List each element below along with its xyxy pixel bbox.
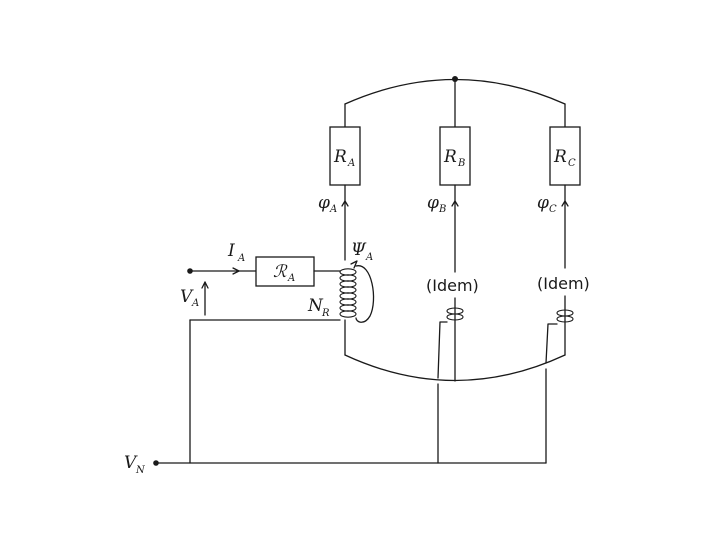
current-arrow [232,267,240,275]
reluctance-b-box [439,126,471,186]
linkage-subscript: A [365,252,373,263]
idem-label-c: (Idem) [537,274,590,293]
coil-b-lead [437,321,448,379]
flux-c-subscript: C [549,204,557,215]
bottom-arc-wire [344,354,566,382]
flux-c-arrow [561,200,569,207]
coil-c-lead [545,323,558,364]
voltage-arrow-head [201,281,209,289]
flux-b-arrow [451,200,459,207]
neutral-symbol: V [124,453,138,473]
reluctance-a-subscript: A [347,158,355,169]
turns-symbol: N [307,296,324,316]
coil-c [556,309,574,323]
flux-a-arrow [341,200,349,207]
reluctance-b-symbol: R [443,147,457,167]
voltage-symbol: V [180,287,194,307]
turns-subscript: R [321,308,330,319]
idem-label-b: (Idem) [426,276,479,295]
neutral-subscript: N [135,465,146,476]
source-reluctance-subscript: A [287,273,295,284]
linkage-symbol: Ψ [351,240,367,260]
flux-a-subscript: A [329,204,337,215]
reluctance-c-subscript: C [568,158,576,169]
voltage-subscript: A [191,298,199,309]
current-subscript: A [237,253,245,264]
flux-c-symbol: φ [537,193,549,213]
reluctance-a-box [329,126,361,186]
coil-a [339,268,357,318]
coil-b [446,307,464,321]
reluctance-b-subscript: B [457,158,465,169]
flux-b-symbol: φ [427,193,439,213]
linkage-loop [355,265,375,323]
source-reluctance-box [255,256,315,287]
flux-b-subscript: B [438,204,446,215]
reluctance-a-symbol: R [333,147,347,167]
reluctance-c-symbol: R [553,147,567,167]
flux-a-symbol: φ [318,193,330,213]
source-reluctance-symbol: ℛ [273,262,288,282]
current-symbol: I [227,241,235,261]
linkage-arrow [350,260,358,269]
